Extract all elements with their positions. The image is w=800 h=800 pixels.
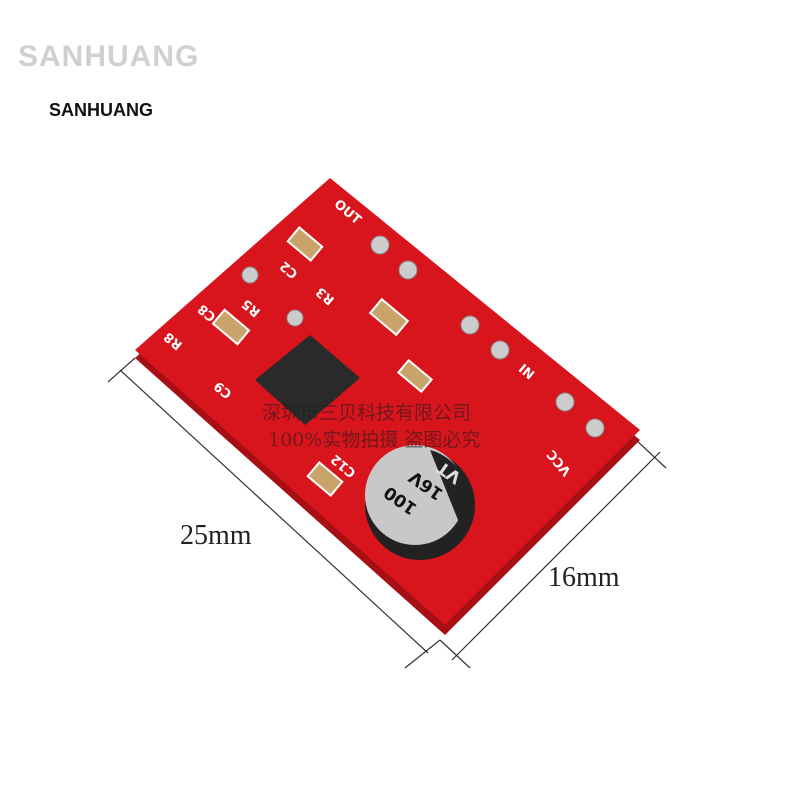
width-label: 16mm <box>548 562 620 593</box>
pcb-board <box>135 178 640 635</box>
length-label: 25mm <box>180 520 252 551</box>
watermark-line-1: 深圳市三贝科技有限公司 <box>262 402 472 424</box>
dimension-lines <box>107 357 667 669</box>
ic-chip <box>255 335 360 425</box>
watermark-line-2: 100%实物拍摄 盗图必究 <box>268 429 481 451</box>
brand-watermark: SANHUANG <box>18 40 200 73</box>
brand-label: SANHUANG <box>49 100 154 120</box>
